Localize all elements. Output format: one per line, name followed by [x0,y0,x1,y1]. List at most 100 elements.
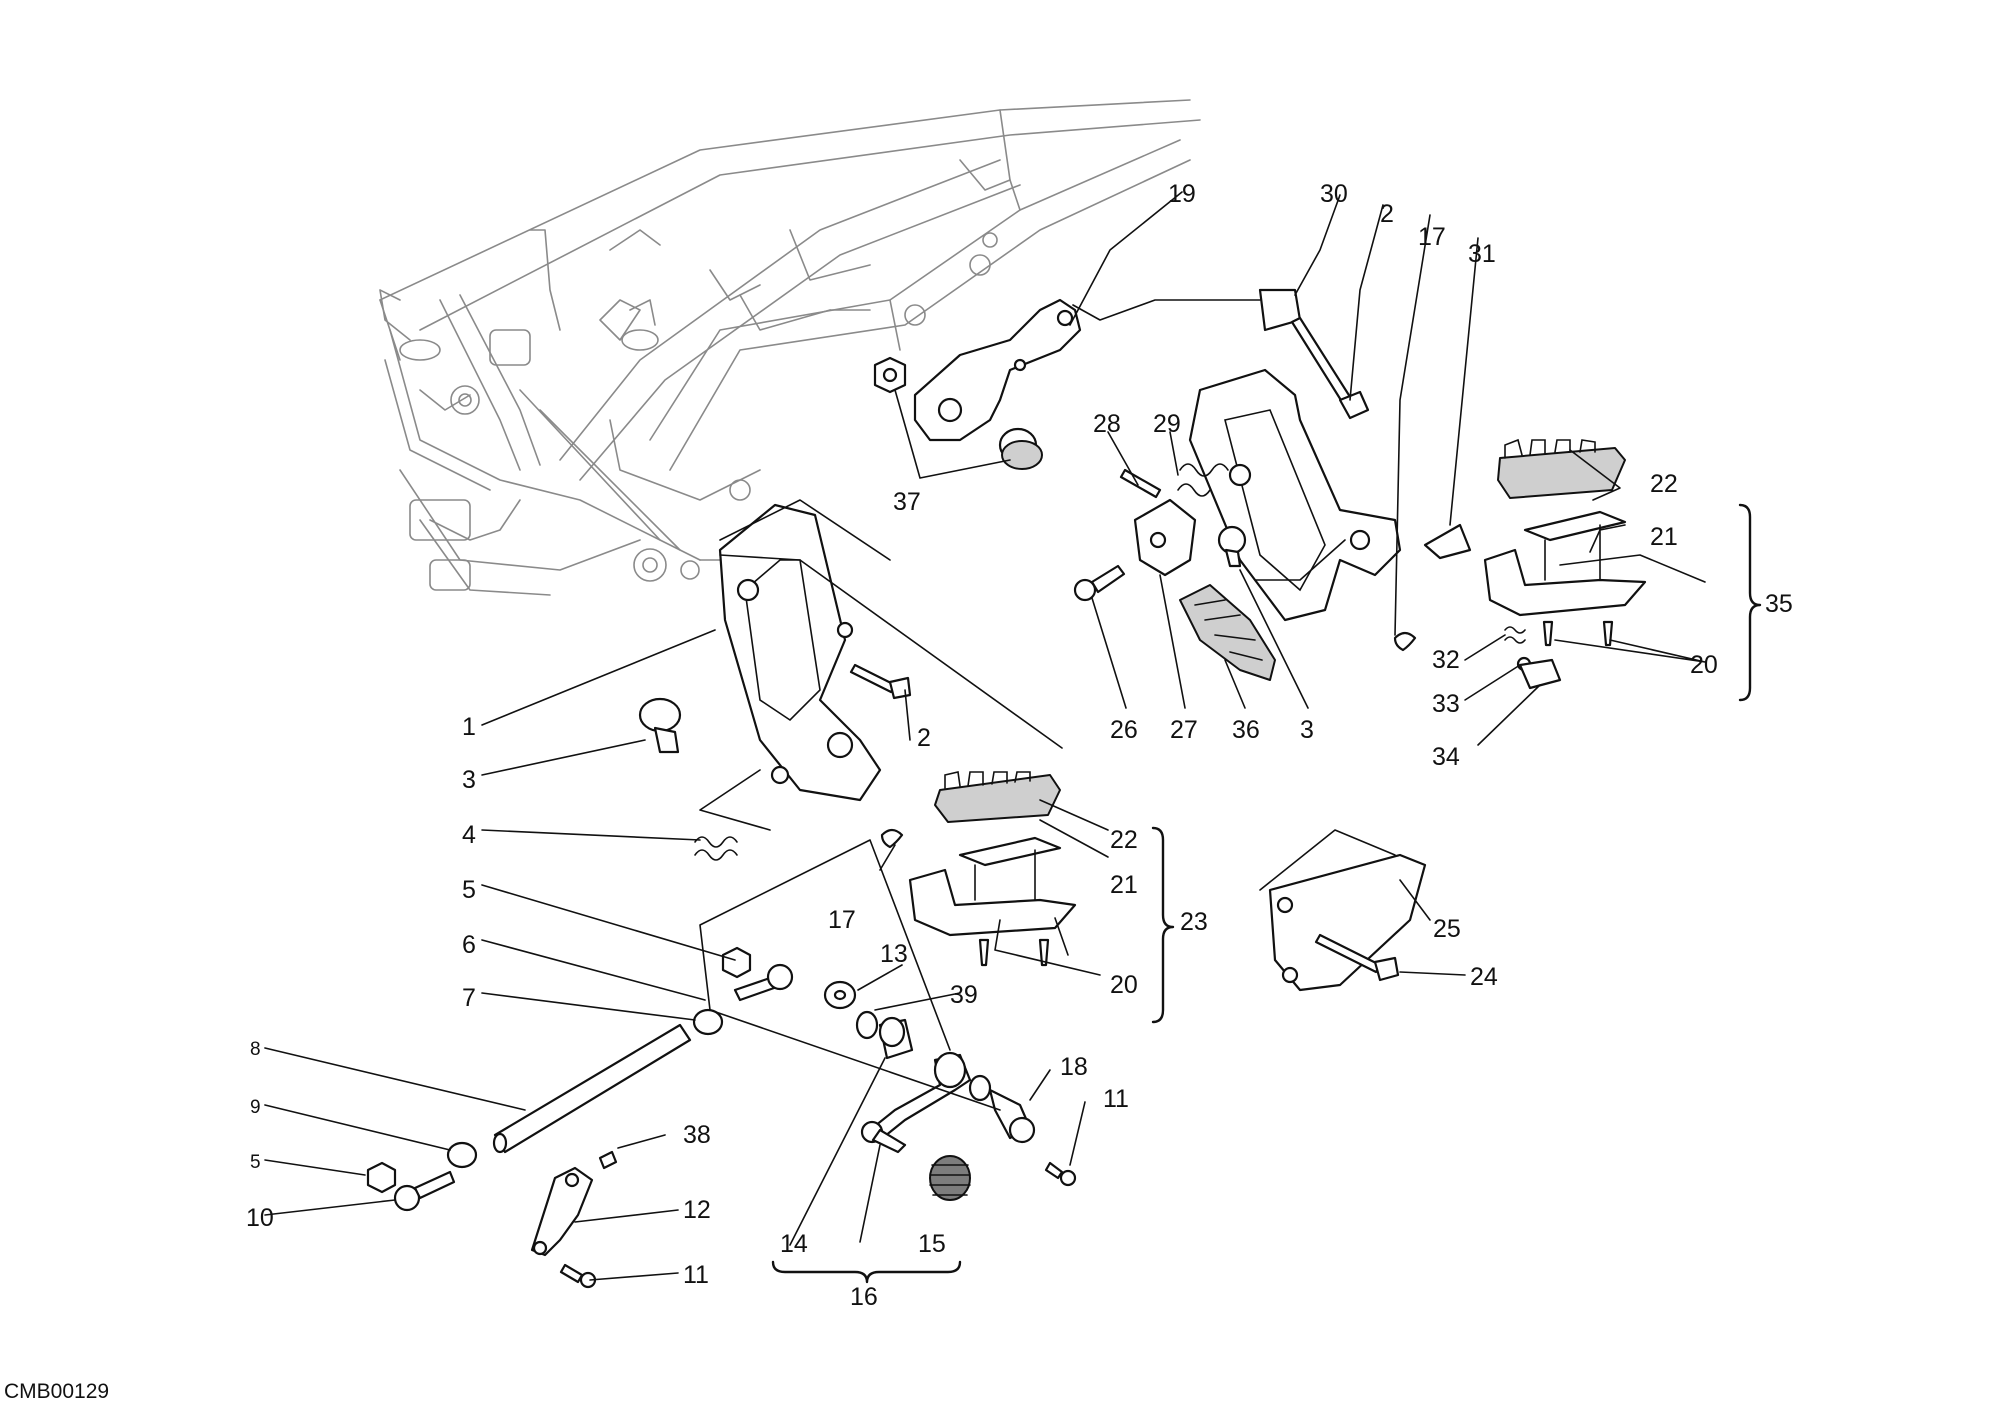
callout-11-bottom: 11 [683,1261,709,1289]
gear-pedal-rubber-15 [929,1155,971,1201]
callout-19: 19 [1168,180,1196,208]
nut-9 [446,1141,478,1169]
callout-29: 29 [1153,410,1181,438]
callout-17-right: 17 [1418,223,1446,251]
callout-22-right: 22 [1650,470,1678,498]
callout-24: 24 [1470,963,1498,991]
callout-28: 28 [1093,410,1121,438]
mounting-plate-19 [913,298,1082,442]
shift-rod-8 [492,1023,692,1154]
right-footpeg-bracket [1188,288,1402,622]
rubber-pad-22-left [934,771,1061,823]
callout-31: 31 [1468,240,1496,268]
callout-17-left: 17 [828,906,856,934]
callout-2-right: 2 [1380,200,1394,228]
left-footpeg-bracket [718,503,882,802]
footpeg-base-left [908,849,1077,937]
screws-20-left [978,938,1050,967]
brace-23 [1151,826,1175,1024]
callout-27: 27 [1170,716,1198,744]
callout-4: 4 [462,821,476,849]
callout-15: 15 [918,1230,946,1258]
spring-4 [694,836,738,861]
callout-13: 13 [880,940,908,968]
plate-21-left [958,836,1062,867]
nut-37 [873,356,907,394]
callout-18: 18 [1060,1053,1088,1081]
callout-22-left: 22 [1110,826,1138,854]
rubber-pad-22-right [1497,438,1626,499]
brace-16 [771,1260,962,1284]
callout-11-right: 11 [1103,1085,1129,1113]
bolt-2-left [849,663,912,700]
callout-36: 36 [1232,716,1260,744]
bolt-26 [1073,564,1126,602]
leader-lines [264,191,1706,1281]
callout-10: 10 [246,1204,274,1232]
screw-11-right [1044,1161,1077,1187]
callout-1: 1 [462,713,476,741]
callout-7: 7 [462,984,476,1012]
screw-38 [598,1150,618,1170]
footpeg-base-right [1483,524,1647,617]
callout-37: 37 [893,488,921,516]
nut-5-top [721,946,752,979]
callout-30: 30 [1320,180,1348,208]
callout-25: 25 [1433,915,1461,943]
gear-lever-16 [860,1051,972,1154]
plate-31 [1423,523,1472,560]
callout-21-left: 21 [1110,871,1138,899]
clip-17-left [880,828,904,849]
plate-21-right [1523,510,1627,542]
rod-end-6 [733,963,794,1002]
callout-33: 33 [1432,690,1460,718]
callout-5-top: 5 [462,876,476,904]
callout-32: 32 [1432,646,1460,674]
screw-11-bottom [559,1263,597,1289]
cap-37 [998,427,1043,470]
callout-20-left: 20 [1110,971,1138,999]
right-footpeg-27 [1133,498,1197,577]
callout-34: 34 [1432,743,1460,771]
motorcycle-frame [379,99,1201,596]
pin-3-right [1217,525,1247,568]
callout-39: 39 [950,981,978,1009]
callout-14: 14 [780,1230,808,1258]
callout-21-right: 21 [1650,523,1678,551]
callout-3-right: 3 [1300,716,1314,744]
callout-5-bottom: 5 [250,1152,261,1173]
right-heel-guard-36 [1179,584,1276,681]
drawing-code: CMB00129 [4,1380,109,1403]
callout-26: 26 [1110,716,1138,744]
bolt-24 [1314,933,1400,982]
bushing-39 [855,1010,879,1040]
callout-9: 9 [250,1097,261,1118]
plate-34 [1518,658,1562,690]
bushing-14 [878,1016,914,1060]
callout-35: 35 [1765,590,1793,618]
callout-6: 6 [462,931,476,959]
screws-20-right [1542,620,1614,647]
callout-3-left: 3 [462,766,476,794]
callout-20-right: 20 [1690,651,1718,679]
bolt-2-right [1290,316,1370,420]
callout-12: 12 [683,1196,711,1224]
callout-2-left: 2 [917,724,931,752]
pin-28 [1119,468,1162,499]
brace-35 [1738,503,1762,702]
linkage-lever-12 [530,1166,594,1257]
callout-8: 8 [250,1039,261,1060]
nut-5-bottom [366,1161,397,1194]
nut-7 [692,1008,724,1036]
pivot-bolt-18 [968,1074,1036,1144]
spring-29 [1177,463,1229,497]
spring-32 [1504,626,1526,644]
callout-numbers: 1 3 4 5 6 7 8 9 5 10 11 12 38 13 39 14 1… [246,180,1793,1311]
callout-16: 16 [850,1283,878,1311]
rod-end-10 [393,1170,456,1212]
pin-3-left [638,697,682,754]
callout-23: 23 [1180,908,1208,936]
washer-13 [823,980,857,1010]
clip-17-right [1393,631,1417,652]
